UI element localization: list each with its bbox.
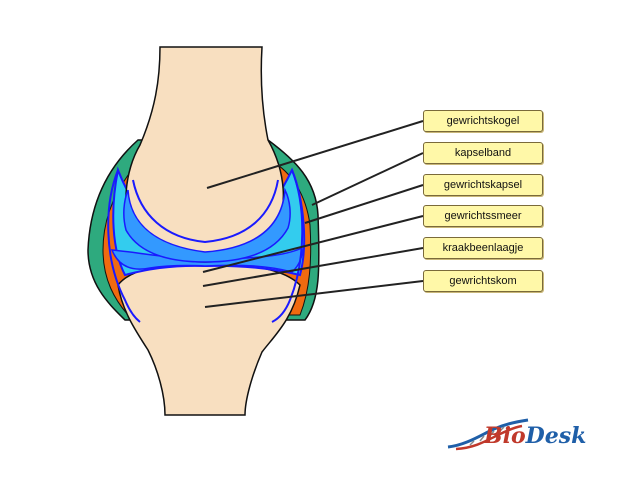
biodesk-logo: BioDesk bbox=[446, 415, 606, 455]
upper-cartilage bbox=[123, 187, 291, 263]
logo-wordmark: BioDesk bbox=[484, 423, 586, 449]
leader-line-gewrichtskom bbox=[204, 280, 424, 308]
inner-outline-left bbox=[107, 169, 141, 323]
leader-line-kapselband bbox=[311, 152, 424, 206]
upper-cartilage-inner bbox=[132, 179, 279, 244]
inner-outline-right bbox=[271, 169, 304, 323]
label-kapselband: kapselband bbox=[423, 142, 543, 164]
dna-swoosh-icon bbox=[447, 418, 529, 451]
leader-line-gewrichtssmeer bbox=[202, 215, 424, 273]
leader-line-gewrichtskapsel bbox=[304, 184, 424, 224]
label-gewrichtssmeer: gewrichtssmeer bbox=[423, 205, 543, 227]
label-kraakbeenlaagje: kraakbeenlaagje bbox=[423, 237, 543, 259]
label-gewrichtskogel: gewrichtskogel bbox=[423, 110, 543, 132]
leader-line-kraakbeenlaagje bbox=[202, 247, 424, 287]
logo-desk-text: Desk bbox=[525, 423, 587, 449]
label-gewrichtskom: gewrichtskom bbox=[423, 270, 543, 292]
upper-bone bbox=[125, 46, 285, 263]
leader-line-gewrichtskogel bbox=[206, 120, 424, 189]
lower-bone bbox=[117, 264, 301, 416]
logo-bio-text: Bio bbox=[484, 423, 526, 449]
label-gewrichtskapsel: gewrichtskapsel bbox=[423, 174, 543, 196]
